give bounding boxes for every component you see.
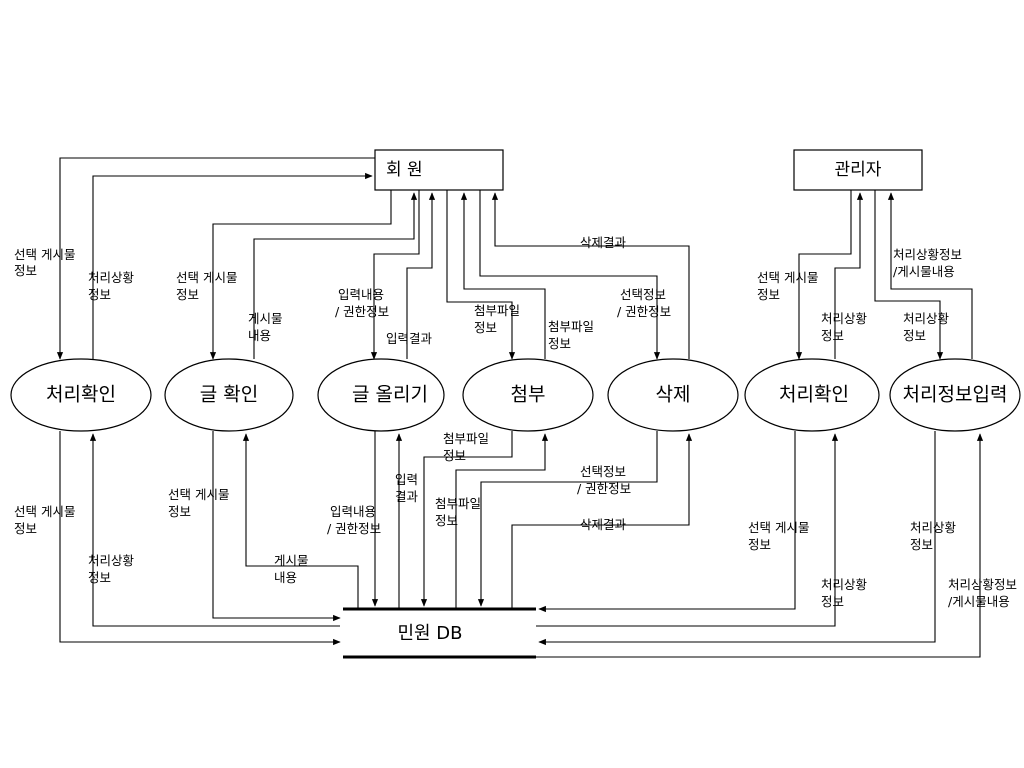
flow-admin-to-check-right [795,190,852,360]
flow-admin-to-info-input [874,190,944,360]
process-attach-label: 첨부 [511,384,546,406]
entity-member-label: 회 원 [386,160,423,180]
flow-member-to-attach [446,190,516,360]
flow-attach-to-db [420,431,513,607]
flow-check-left-to-member [92,172,373,359]
flow-member-to-check-left [56,157,375,360]
entity-admin: 관리자 [793,149,923,191]
process-delete: 삭제 [607,358,739,432]
process-post-view-label: 글 확인 [200,384,258,406]
flow-check-left-to-db [59,431,341,646]
process-info-input-label: 처리정보입력 [903,384,1008,406]
flow-attach-to-member [460,192,546,359]
process-check-left-label: 처리확인 [46,384,116,406]
flow-db-to-check-left [89,433,340,627]
flow-post-view-to-member [253,192,418,359]
process-check-right-label: 처리확인 [779,384,849,406]
process-attach: 첨부 [462,358,594,432]
flow-check-right-to-db [538,431,796,613]
flow-check-right-to-admin [834,192,864,359]
flow-label: 삭제결과 [580,235,627,250]
flow-db-to-check-right [536,433,839,627]
flow-label: 처리상황정보/게시물내용 [948,577,1017,609]
process-check-right: 처리확인 [744,358,880,432]
process-delete-label: 삭제 [656,384,691,406]
flow-db-to-info-input [536,433,984,658]
flow-label: 선택정보/ 권한정보 [577,464,631,496]
flow-label: 입력내용/ 권한정보 [327,504,381,536]
process-info-input: 처리정보입력 [889,358,1021,432]
process-post-view: 글 확인 [164,358,294,432]
flow-db-to-post-view [242,433,359,609]
process-post-upload-label: 글 올리기 [352,384,428,406]
flow-label: 선택정보/ 권한정보 [617,287,671,319]
process-post-upload: 글 올리기 [317,358,445,432]
flow-label: 처리상황정보/게시물내용 [893,247,962,279]
flow-member-to-post-view [209,190,392,360]
datastore-minwon-db: 민원 DB [343,607,536,659]
entity-member: 회 원 [374,149,504,191]
flow-delete-to-member [491,192,690,359]
flow-post-upload-to-member [406,192,436,359]
flow-label: 삭제결과 [580,517,627,532]
flow-label: 입력결과 [386,331,433,346]
flow-info-input-to-db [538,431,936,646]
flow-delete-to-db [477,431,658,607]
datastore-label: 민원 DB [397,623,462,644]
process-check-left: 처리확인 [10,358,152,432]
flow-info-input-to-admin [887,192,973,359]
entity-admin-label: 관리자 [835,160,882,180]
flow-member-to-post-upload [370,190,420,360]
flow-member-to-delete [479,190,661,360]
flow-db-to-delete [511,433,693,609]
flow-db-to-attach [455,433,549,609]
flow-label: 입력내용/ 권한정보 [335,287,389,319]
flow-post-view-to-db [212,431,341,622]
